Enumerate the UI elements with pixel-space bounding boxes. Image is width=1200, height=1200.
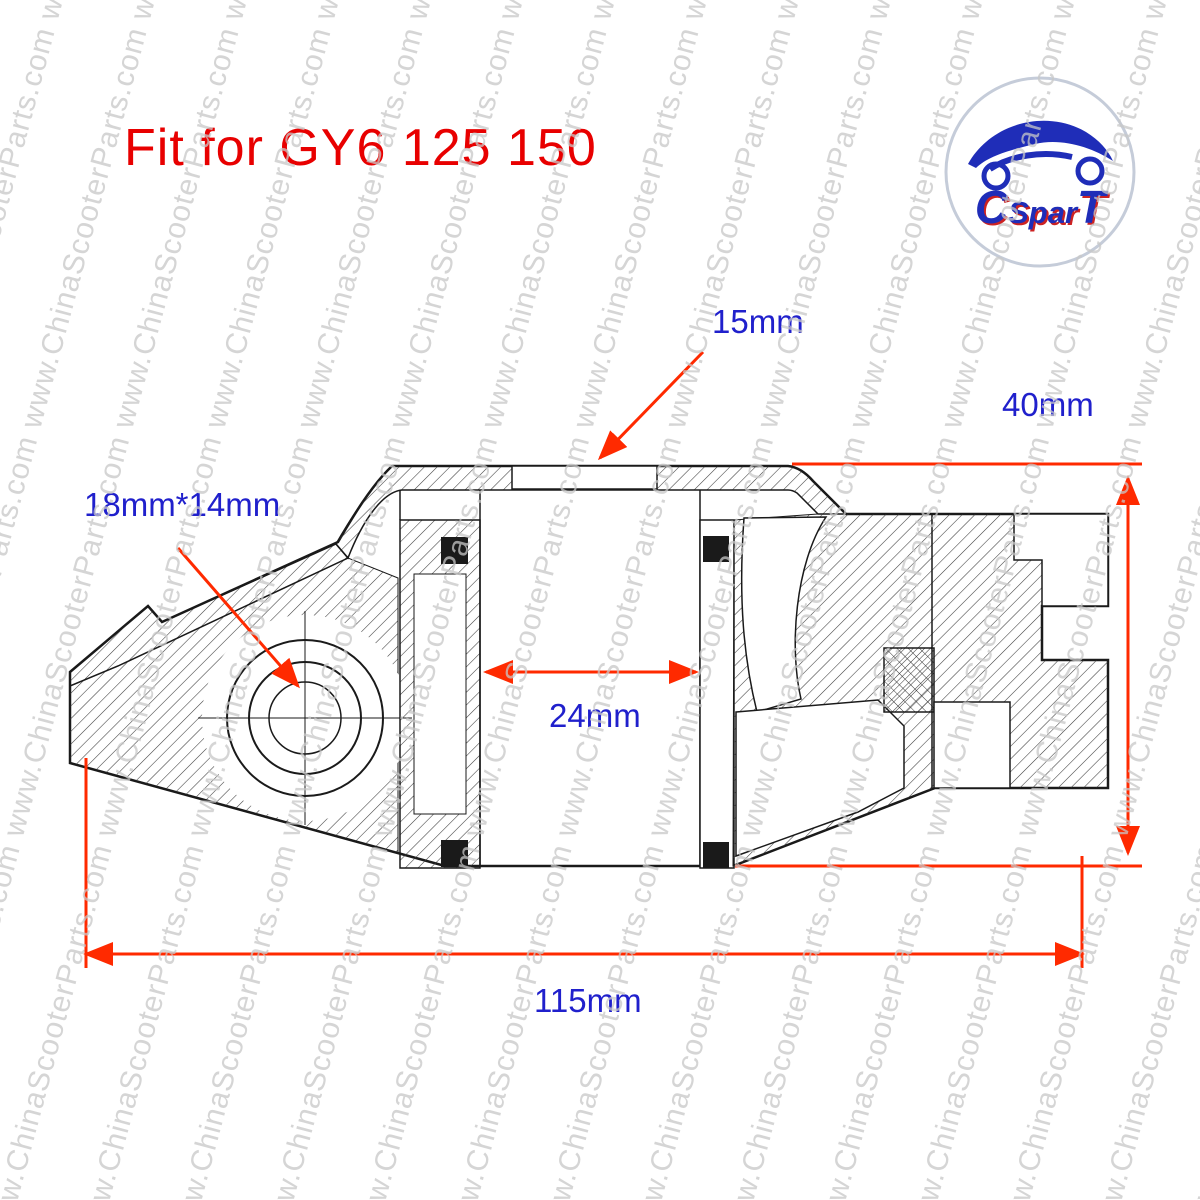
- svg-text:CSparT: CSparT: [975, 181, 1109, 233]
- arrow-18x14mm: [176, 547, 300, 689]
- logo-text: CSparT CSparT: [975, 181, 1111, 235]
- left-bearing-section: [399, 490, 481, 869]
- right-seal-section: [699, 519, 735, 869]
- dim-label-40mm: 40mm: [1002, 386, 1094, 423]
- cover-notch: [511, 465, 658, 490]
- logo-ring: [944, 76, 1136, 268]
- cover-section: [335, 465, 848, 560]
- lower-cavity: [735, 699, 905, 858]
- brand-logo: CSparT CSparT: [940, 72, 1140, 272]
- motorcycle-icon: [968, 120, 1113, 191]
- svg-text:CSparT: CSparT: [977, 183, 1111, 235]
- right-lower-pocket: [933, 701, 1011, 789]
- seal-block: [703, 842, 729, 868]
- arrow-15mm: [597, 350, 705, 461]
- shaft-hole: [198, 611, 412, 825]
- seal-block: [703, 536, 729, 562]
- dim-label-18x14mm: 18mm*14mm: [84, 486, 281, 523]
- page-title: Fit for GY6 125 150: [124, 119, 597, 177]
- spring-cavity: [740, 516, 828, 713]
- dim-label-15mm: 15mm: [712, 303, 804, 340]
- dimension-lines: [83, 350, 1142, 968]
- dim-label-115mm: 115mm: [534, 982, 642, 1019]
- seal-block: [441, 537, 468, 564]
- right-step-cutout: [1013, 513, 1109, 607]
- damper-block: [883, 647, 935, 713]
- seal-block: [441, 840, 468, 867]
- dim-label-24mm: 24mm: [549, 697, 641, 734]
